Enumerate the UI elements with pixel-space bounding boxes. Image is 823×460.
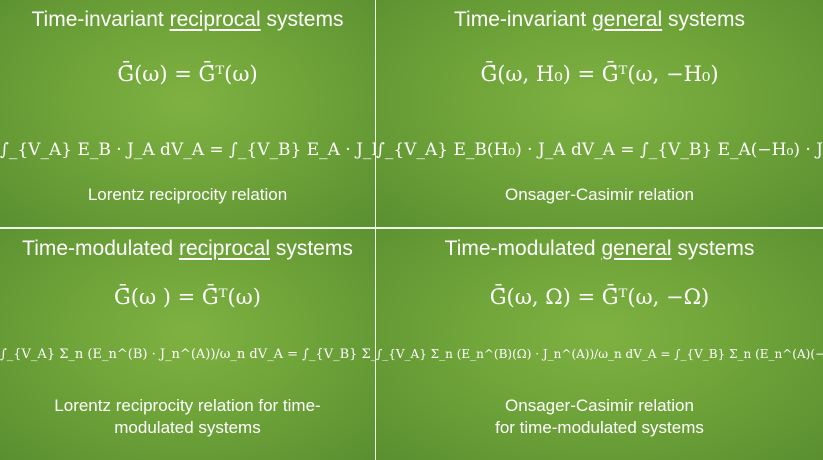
relation-caption: Lorentz reciprocity relation: [87, 185, 288, 204]
title-prefix: Time-invariant: [454, 8, 593, 31]
title-emphasis: reciprocal: [178, 237, 270, 260]
title-prefix: Time-invariant: [31, 8, 170, 31]
title-prefix: Time-modulated: [444, 237, 602, 260]
reciprocity-sum-equation: ∫_{V_A} Σ_n (E_n^(B)(Ω) · J_n^(A))/ω_n d…: [376, 347, 823, 361]
title-suffix: systems: [671, 237, 755, 260]
title-prefix: Time-modulated: [22, 237, 179, 260]
caption-line-1: Onsager-Casimir relation: [505, 396, 694, 415]
panel-title: Time-invariant reciprocal systems: [0, 8, 375, 32]
title-suffix: systems: [260, 8, 344, 31]
reciprocity-integral-equation: ∫_{V_A} E_B(H₀) · J_A dV_A = ∫_{V_B} E_A…: [376, 140, 823, 160]
title-emphasis: reciprocal: [169, 8, 261, 31]
caption-line-2: for time-modulated systems: [495, 418, 704, 437]
title-suffix: systems: [270, 237, 353, 260]
green-function-equation: Ḡ̄(ω, Ω) = Ḡ̄ᵀ(ω, −Ω): [489, 285, 710, 309]
relation-caption: Onsager-Casimir relation: [505, 185, 694, 204]
panel-time-invariant-general: Time-invariant general systems Ḡ̄(ω, H₀)…: [376, 0, 823, 229]
panel-time-invariant-reciprocal: Time-invariant reciprocal systems Ḡ̄(ω) …: [0, 0, 376, 229]
title-emphasis: general: [601, 237, 672, 260]
green-function-equation: Ḡ̄(ω) = Ḡ̄ᵀ(ω): [117, 62, 258, 86]
panel-time-modulated-general: Time-modulated general systems Ḡ̄(ω, Ω) …: [376, 229, 823, 460]
panel-title: Time-modulated general systems: [376, 237, 823, 261]
title-emphasis: general: [592, 8, 663, 31]
relation-caption: Onsager-Casimir relation for time-modula…: [376, 395, 823, 439]
reciprocity-sum-equation: ∫_{V_A} Σ_n (E_n^(B) · J_n^(A))/ω_n dV_A…: [0, 347, 375, 362]
caption-line-1: Lorentz reciprocity relation for time-: [54, 396, 321, 415]
panel-title: Time-invariant general systems: [376, 8, 823, 32]
green-function-equation: Ḡ̄(ω, H₀) = Ḡ̄ᵀ(ω, −H₀): [480, 62, 719, 86]
panel-title: Time-modulated reciprocal systems: [0, 237, 375, 261]
panel-time-modulated-reciprocal: Time-modulated reciprocal systems Ḡ̄(ω )…: [0, 229, 376, 460]
caption-line-2: modulated systems: [114, 418, 261, 437]
relation-caption: Lorentz reciprocity relation for time- m…: [0, 395, 375, 439]
title-suffix: systems: [662, 8, 745, 31]
reciprocity-integral-equation: ∫_{V_A} E_B · J_A dV_A = ∫_{V_B} E_A · J…: [0, 140, 375, 160]
green-function-equation: Ḡ̄(ω ) = Ḡ̄ᵀ(ω): [113, 285, 261, 309]
